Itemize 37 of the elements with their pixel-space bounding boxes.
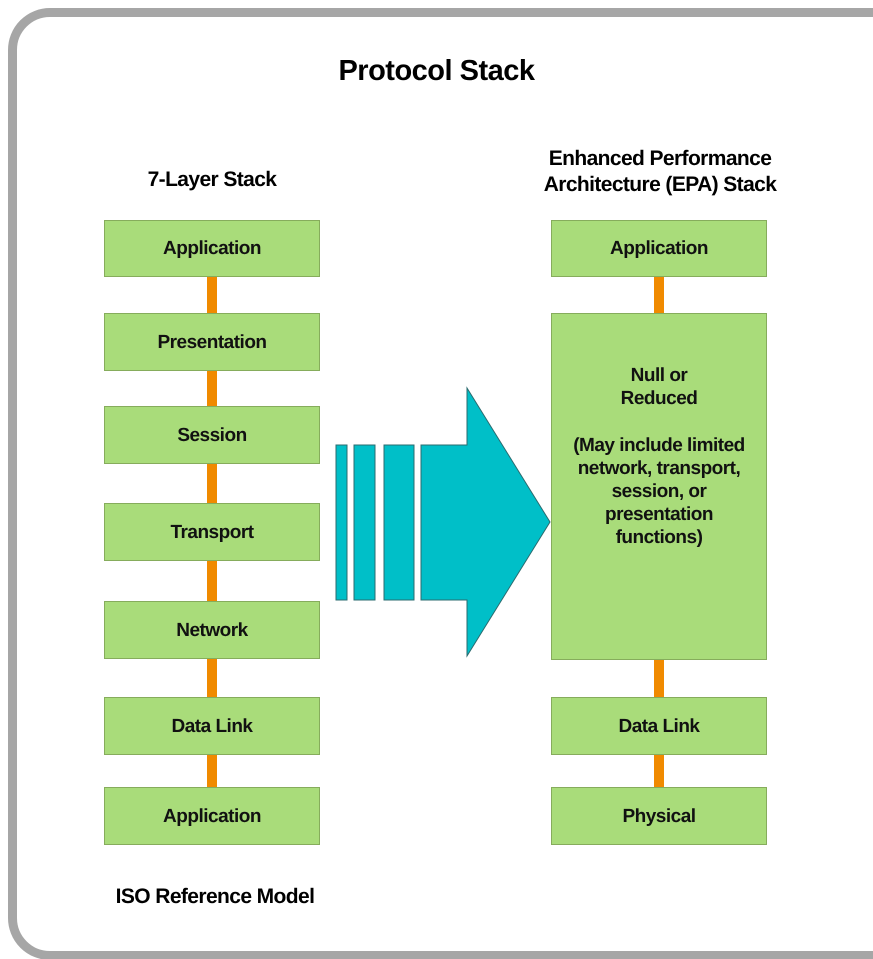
layer-box	[104, 503, 320, 561]
layer-name: Network	[176, 618, 248, 642]
layer-name: Presentation	[157, 330, 267, 354]
block-arrow	[420, 386, 551, 658]
connector-line	[207, 659, 217, 697]
layer-box	[551, 697, 767, 755]
stack-heading: ISO Reference Model	[114, 884, 316, 910]
layer-box	[104, 220, 320, 277]
layer-name: Application	[610, 237, 708, 260]
layer-name: Session	[177, 424, 247, 446]
stack-heading: Enhanced Performance Architecture (EPA) Stack	[542, 146, 778, 198]
layer-name: Transport	[170, 520, 254, 544]
layer-box	[104, 697, 320, 755]
layer-name: Data Link	[171, 714, 253, 738]
layer-name: Data Link	[618, 714, 700, 738]
layer-box	[551, 313, 767, 660]
layer-box	[104, 313, 320, 371]
connector-line	[207, 464, 217, 503]
layer-box	[104, 787, 320, 845]
layer-box	[104, 601, 320, 659]
layer-box	[104, 406, 320, 464]
layer-name: (May include limited network, transport, session, or presentation functions)	[572, 434, 746, 549]
layer-name: Null or Reduced	[620, 364, 698, 410]
layer-box	[551, 220, 767, 277]
connector-line	[654, 755, 664, 787]
connector-line	[207, 277, 217, 313]
title: Protocol Stack	[337, 55, 536, 88]
layer-name: Physical	[622, 804, 696, 828]
layer-name: Application	[163, 804, 261, 828]
layer-box	[551, 787, 767, 845]
stack-heading: 7-Layer Stack	[146, 167, 278, 193]
connector-line	[207, 371, 217, 406]
connector-line	[207, 561, 217, 601]
layer-name: Application	[163, 237, 261, 260]
connector-line	[207, 755, 217, 787]
connector-line	[654, 277, 664, 313]
connector-line	[654, 660, 664, 697]
